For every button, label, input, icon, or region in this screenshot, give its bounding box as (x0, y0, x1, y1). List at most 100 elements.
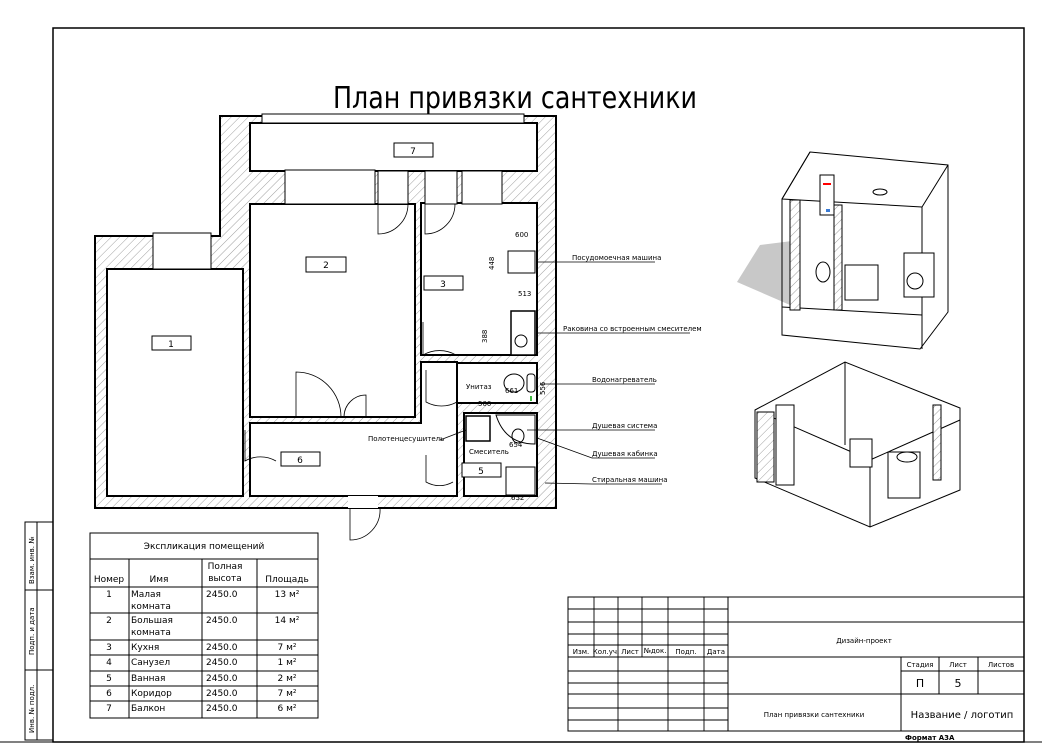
toilet-symbol (503, 373, 525, 393)
tb-sheet: 5 (955, 677, 962, 690)
tb-format: Формат А3А (905, 734, 955, 742)
room-tag-1: 1 (168, 340, 174, 350)
sink-symbol (510, 310, 536, 356)
tb-col-change: Изм. (573, 648, 589, 656)
row-number: 5 (106, 674, 112, 684)
svg-text:448: 448 (488, 257, 496, 270)
svg-text:388: 388 (481, 330, 489, 343)
row-area: 13 м² (275, 590, 300, 600)
row-height: 2450.0 (206, 643, 238, 653)
label-mixer: Смеситель (469, 448, 509, 456)
room-tag-6: 6 (297, 456, 303, 466)
row-height: 2450.0 (206, 689, 238, 699)
col-header-height-1: Полная (208, 562, 243, 572)
svg-text:513: 513 (518, 290, 531, 298)
door-swings (244, 203, 458, 541)
svg-text:556: 556 (539, 381, 547, 395)
row-name-line2: комната (131, 628, 171, 638)
tb-logo: Название / логотип (911, 710, 1014, 721)
svg-text:652: 652 (511, 494, 524, 502)
tb-col-doc: №док. (644, 647, 667, 655)
row-name: Коридор (131, 689, 172, 699)
svg-text:600: 600 (515, 231, 528, 239)
callout-washing-machine: Стиральная машина (592, 476, 668, 484)
row-area: 7 м² (278, 643, 297, 653)
row-name-line2: комната (131, 602, 171, 612)
explication-title: Экспликация помещений (144, 542, 265, 552)
row-number: 2 (106, 616, 112, 626)
door-opening (424, 170, 458, 205)
stamp-sign-date: Подп. и дата (28, 607, 36, 655)
tb-stage-label: Стадия (907, 661, 934, 669)
tb-col-sheet: Лист (621, 648, 639, 656)
room-tag-5: 5 (478, 467, 484, 477)
row-area: 6 м² (278, 704, 297, 714)
row-number: 6 (106, 689, 112, 699)
stamp-inv-orig: Инв. № подл. (28, 685, 36, 733)
row-name: Балкон (131, 704, 165, 714)
row-name: Большая (131, 616, 173, 626)
row-height: 2450.0 (206, 590, 238, 600)
label-toilet: Унитаз (466, 383, 492, 391)
window (284, 169, 376, 205)
col-header-area: Площадь (265, 575, 309, 585)
room-tag-7: 7 (410, 147, 416, 157)
explication-table: Экспликация помещений Номер Имя Полная в… (89, 532, 319, 719)
tb-project: Дизайн-проект (836, 637, 892, 645)
title-block: Изм. Кол.уч. Лист №док. Подп. Дата Дизай… (567, 596, 1025, 742)
room-2 (249, 203, 416, 418)
svg-text:661: 661 (505, 387, 518, 395)
callout-shower-system: Душевая система (592, 422, 657, 430)
bathroom-3d-view (737, 151, 949, 350)
row-name: Санузел (131, 658, 170, 668)
row-name: Ванная (131, 674, 165, 684)
callout-shower-cabin: Душевая кабинка (592, 450, 658, 458)
washing-machine-symbol (505, 466, 536, 496)
row-area: 14 м² (275, 616, 300, 626)
room-1 (106, 268, 244, 497)
tb-col-count: Кол.уч. (593, 648, 619, 656)
page-title: План привязки сантехники (333, 81, 697, 116)
kitchen-3d-view (754, 361, 961, 528)
col-header-name: Имя (150, 575, 169, 585)
tb-stage: П (916, 677, 924, 690)
tb-col-sign: Подп. (675, 648, 696, 656)
row-height: 2450.0 (206, 616, 238, 626)
row-area: 2 м² (278, 674, 297, 684)
row-name: Малая (131, 590, 161, 600)
row-area: 7 м² (278, 689, 297, 699)
room-tag-2: 2 (323, 261, 329, 271)
label-towel-dryer: Полотенцесушитель (368, 435, 444, 443)
tb-sheets-label: Листов (988, 661, 1014, 669)
svg-text:500: 500 (478, 400, 491, 408)
door-opening (377, 170, 409, 205)
window (261, 113, 525, 124)
callouts: Посудомоечная машина Раковина со встроен… (527, 254, 702, 485)
col-header-height-2: высота (208, 574, 242, 584)
row-name: Кухня (131, 643, 159, 653)
col-header-number: Номер (94, 575, 125, 585)
washbasin-symbol (465, 415, 491, 442)
callout-sink: Раковина со встроенным смесителем (563, 325, 702, 333)
floor-plan: 1 2 3 7 6 5 Унитаз Смеситель Полотенцесу… (94, 113, 557, 541)
callout-water-heater: Водонагреватель (592, 376, 657, 384)
row-number: 3 (106, 643, 112, 653)
row-height: 2450.0 (206, 704, 238, 714)
row-number: 7 (106, 704, 112, 714)
dimensions: 600 448 513 388 556 661 500 654 652 (478, 231, 547, 502)
row-area: 1 м² (278, 658, 297, 668)
room-tags: 1 2 3 7 6 5 (151, 142, 502, 478)
stamp-replace-inv: Взам. инв. № (28, 536, 36, 584)
svg-text:654: 654 (509, 441, 523, 449)
row-number: 1 (106, 590, 112, 600)
tb-col-date: Дата (707, 648, 725, 656)
tb-drawing-name: План привязки сантехники (764, 711, 865, 719)
row-height: 2450.0 (206, 674, 238, 684)
window (152, 232, 212, 270)
row-height: 2450.0 (206, 658, 238, 668)
door-opening (461, 170, 503, 205)
dishwasher-symbol (507, 250, 536, 274)
row-number: 4 (106, 658, 112, 668)
side-stamp: Взам. инв. № Подп. и дата Инв. № подл. (24, 521, 54, 741)
